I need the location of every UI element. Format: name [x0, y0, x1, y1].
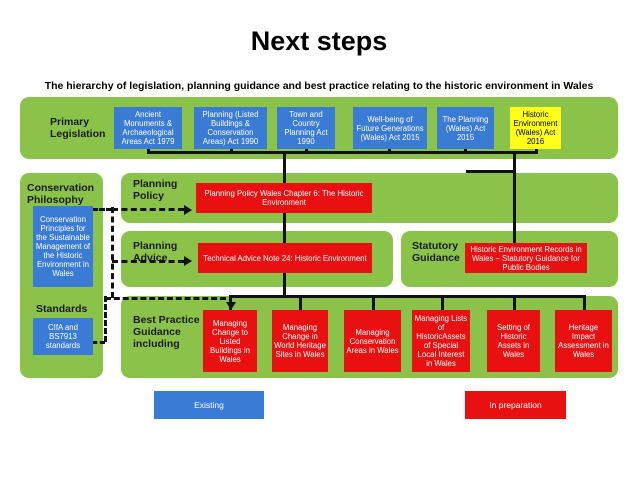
advice-connector [283, 210, 286, 243]
philosophy-to-policy-arrow [111, 207, 114, 298]
best-practice-connector [229, 295, 586, 298]
best-practice-connector [299, 295, 302, 312]
best-practice-label: Best Practice Guidance including [133, 314, 200, 350]
planning-policy-label: Planning Policy [133, 178, 178, 202]
diagram-subtitle: The hierarchy of legislation, planning g… [44, 80, 594, 92]
arrow-head-icon [226, 302, 236, 310]
primary-legislation-label: Primary Legislation [50, 116, 106, 140]
legislation-connector [305, 148, 308, 154]
legislation-box: Planning (Listed Buildings & Conservatio… [194, 107, 267, 149]
standards-label: Standards [36, 303, 88, 315]
best-practice-item: Managing Lists of HistoricAssets of Spec… [412, 310, 470, 372]
best-practice-connector [583, 295, 586, 312]
standards-box: CIfA and BS7913 standards [33, 318, 93, 355]
philosophy-to-advice-arrow [112, 260, 184, 263]
legislation-box: Town and Country Planning Act 1990 [277, 107, 335, 149]
best-practice-item: Managing Change in World Heritage Sites … [272, 310, 328, 372]
legislation-box: Well-being of Future Generations (Wales)… [353, 107, 427, 149]
standards-to-best-practice-arrow [92, 341, 105, 344]
legislation-box-highlighted: Historic Environment (Wales) Act 2016 [510, 107, 561, 149]
statutory-guidance-label: Statutory Guidance [412, 240, 460, 264]
conservation-principles-box: Conservation Principles for the Sustaina… [33, 206, 93, 287]
best-practice-item: Managing Conservation Areas in Wales [344, 310, 401, 372]
legislation-connector [148, 151, 536, 154]
page-title: Next steps [250, 26, 388, 56]
legislation-connector [230, 148, 233, 154]
best-practice-item: Setting of Historic Assets in Wales [487, 310, 540, 372]
philosophy-to-policy-arrow [92, 208, 112, 211]
statutory-connector [466, 170, 516, 173]
best-practice-connector [441, 295, 444, 312]
policy-connector [283, 153, 286, 186]
legislation-connector [388, 148, 391, 154]
best-practice-connector [283, 270, 286, 297]
conservation-philosophy-label: Conservation Philosophy [27, 182, 95, 206]
legend-in-preparation: In preparation [465, 391, 566, 419]
planning-advice-box: Technical Advice Note 24: Historic Envir… [198, 243, 372, 273]
legend-existing: Existing [154, 391, 264, 419]
standards-to-best-practice-arrow [105, 297, 226, 300]
standards-to-best-practice-arrow [104, 296, 107, 342]
legislation-connector [535, 148, 538, 154]
legislation-box: Ancient Monuments & Archaeological Areas… [114, 107, 182, 149]
arrow-head-icon [184, 256, 192, 266]
legislation-connector [464, 148, 467, 154]
statutory-guidance-box: Historic Environment Records in Wales – … [465, 243, 587, 273]
best-practice-item: Managing Change to Listed Buildings in W… [203, 310, 257, 372]
legislation-connector [147, 148, 150, 154]
arrow-head-icon [184, 205, 192, 215]
legislation-box: The Planning (Wales) Act 2015 [437, 107, 494, 149]
best-practice-connector [513, 295, 516, 312]
philosophy-to-policy-arrow [112, 208, 184, 211]
best-practice-item: Heritage Impact Assessment in Wales [555, 310, 612, 372]
statutory-connector [513, 153, 516, 243]
best-practice-connector [372, 295, 375, 312]
planning-policy-box: Planning Policy Wales Chapter 6: The His… [196, 183, 372, 213]
